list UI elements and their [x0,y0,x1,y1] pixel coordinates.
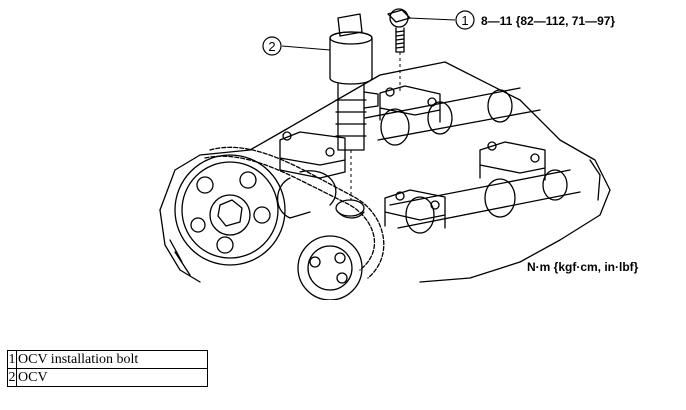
guide-lines [281,17,456,200]
callout-1-torque: 8—11 {82—112, 71—97} [481,14,615,28]
callout-2-number: 2 [268,39,275,54]
legend-description: OCV installation bolt [16,350,208,369]
torque-unit-label: N·m {kgf·cm, in·lbf} [527,260,639,274]
table-row: 2 OCV [7,368,208,387]
callout-1-number: 1 [461,13,468,28]
legend-number: 1 [7,350,17,369]
engine-ocv-diagram: 1 8—11 {82—112, 71—97} 2 N·m {kgf·cm, in… [159,8,639,300]
callout-1: 1 8—11 {82—112, 71—97} [455,10,615,30]
cylinder-head-drawing [159,8,611,300]
legend-description: OCV [16,368,208,387]
callout-2: 2 [262,36,282,56]
parts-legend-table: 1 OCV installation bolt 2 OCV [7,350,208,387]
legend-number: 2 [7,368,17,387]
table-row: 1 OCV installation bolt [7,350,208,369]
